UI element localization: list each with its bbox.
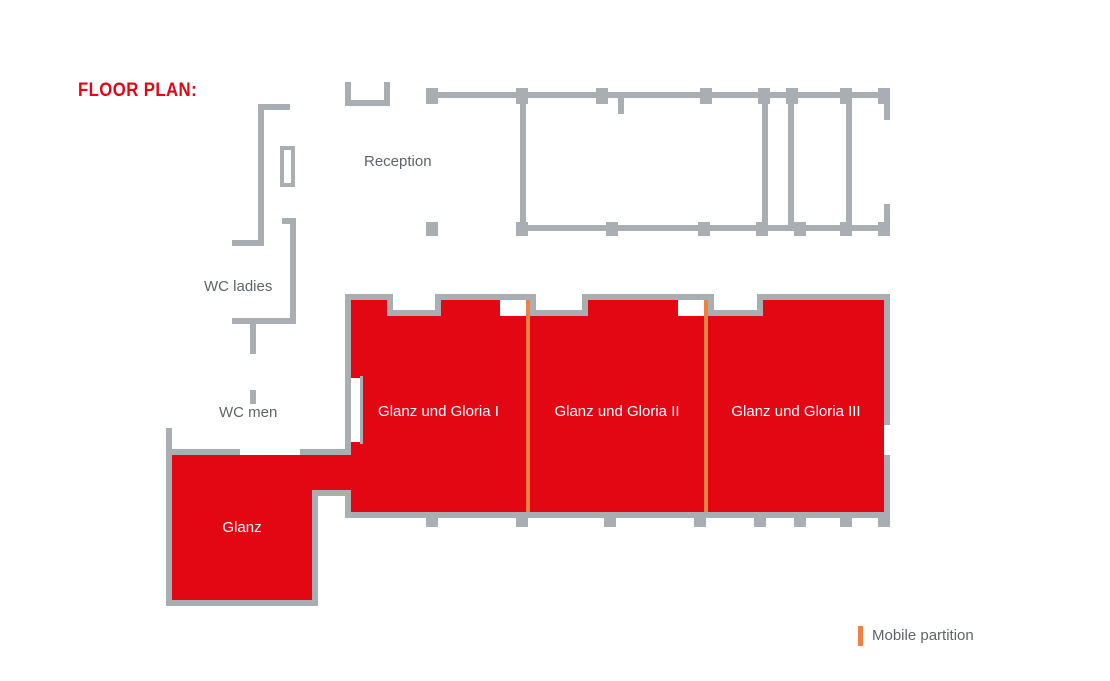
walls-wc xyxy=(232,104,296,404)
wall-column xyxy=(426,88,438,104)
walls-hall xyxy=(300,294,890,527)
wall-segment xyxy=(618,98,624,114)
wall-segment xyxy=(312,490,351,496)
wall-segment xyxy=(258,104,290,110)
wall-segment xyxy=(426,92,890,98)
hall-bump xyxy=(760,300,884,316)
wall-segment xyxy=(250,324,256,354)
wall-column xyxy=(596,88,608,104)
wall-column xyxy=(694,514,706,527)
room-label-glanz: Glanz xyxy=(222,519,262,536)
wall-segment xyxy=(345,100,390,106)
wall-segment xyxy=(300,449,351,455)
mobile-partition-line xyxy=(704,300,708,512)
wall-segment xyxy=(290,218,296,324)
wall-column xyxy=(698,222,710,236)
page-title: FLOOR PLAN: xyxy=(78,80,198,101)
wall-segment xyxy=(166,449,240,455)
door-niche xyxy=(351,376,363,444)
mobile-partitions xyxy=(526,300,708,512)
wall-segment xyxy=(435,294,530,300)
wall-segment xyxy=(258,104,264,246)
wall-column xyxy=(426,514,438,527)
wall-segment xyxy=(387,310,441,316)
wall-column xyxy=(700,88,712,104)
wall-segment xyxy=(345,512,890,518)
wall-column xyxy=(756,222,768,236)
wall-column xyxy=(794,222,806,236)
door-niche-opening xyxy=(351,378,360,442)
mobile-partition-line xyxy=(526,300,530,512)
wall-segment xyxy=(520,98,526,231)
wall-segment xyxy=(232,318,296,324)
room-glanz-fill xyxy=(172,455,312,600)
wall-segment xyxy=(708,294,714,316)
wall-segment xyxy=(884,455,890,518)
mobile-partition-swatch xyxy=(858,626,863,646)
wc-men-label: WC men xyxy=(219,404,278,421)
wall-segment xyxy=(846,98,852,226)
wall-column xyxy=(754,514,766,527)
wall-column xyxy=(516,514,528,527)
wall-column xyxy=(516,222,528,236)
wall-segment xyxy=(312,496,318,606)
wall-segment xyxy=(582,294,588,316)
room-label-glanz-und-gloria-2: Glanz und Gloria II xyxy=(554,403,680,420)
walls-reception xyxy=(345,82,890,236)
wall-segment xyxy=(345,294,351,455)
mobile-partition-label: Mobile partition xyxy=(872,627,974,644)
wall-column xyxy=(840,222,852,236)
hall-bump xyxy=(435,300,500,316)
wall-segment xyxy=(884,204,890,226)
reception-label: Reception xyxy=(364,153,432,170)
wall-column xyxy=(426,222,438,236)
wall-segment xyxy=(530,294,536,316)
wall-segment xyxy=(166,428,172,606)
wall-segment xyxy=(884,98,890,120)
room-fills xyxy=(172,300,884,600)
wall-segment xyxy=(788,98,794,226)
wall-column xyxy=(794,514,806,527)
wall-segment xyxy=(708,310,763,316)
room-label-glanz-und-gloria-1: Glanz und Gloria I xyxy=(378,403,499,420)
wall-segment xyxy=(582,294,708,300)
wall-segment xyxy=(166,600,318,606)
wall-segment xyxy=(757,294,890,300)
wall-segment xyxy=(530,310,588,316)
wall-segment xyxy=(884,294,890,425)
wall-segment xyxy=(387,294,393,316)
wall-segment xyxy=(345,82,351,106)
walls-glanz xyxy=(166,428,318,606)
wall-column xyxy=(604,514,616,527)
wall-segment xyxy=(384,82,390,106)
window-frame xyxy=(280,146,295,187)
hall-bump xyxy=(585,300,678,316)
connector-fill xyxy=(312,455,351,490)
room-label-glanz-und-gloria-3: Glanz und Gloria III xyxy=(731,403,861,420)
wc-ladies-label: WC ladies xyxy=(204,278,273,295)
wall-segment xyxy=(435,294,441,316)
wall-segment xyxy=(345,490,351,518)
door-niche-edge xyxy=(360,376,363,444)
wall-column xyxy=(840,514,852,527)
wall-column xyxy=(878,514,890,527)
wall-segment xyxy=(345,294,393,300)
wall-segment xyxy=(250,390,256,404)
wall-segment xyxy=(232,240,264,246)
hall-bump xyxy=(351,300,390,316)
hall-fill xyxy=(351,316,884,512)
wall-column xyxy=(878,222,890,236)
wall-segment xyxy=(762,98,768,226)
wall-segment xyxy=(282,218,296,224)
wall-column xyxy=(606,222,618,236)
wall-segment xyxy=(757,294,763,316)
